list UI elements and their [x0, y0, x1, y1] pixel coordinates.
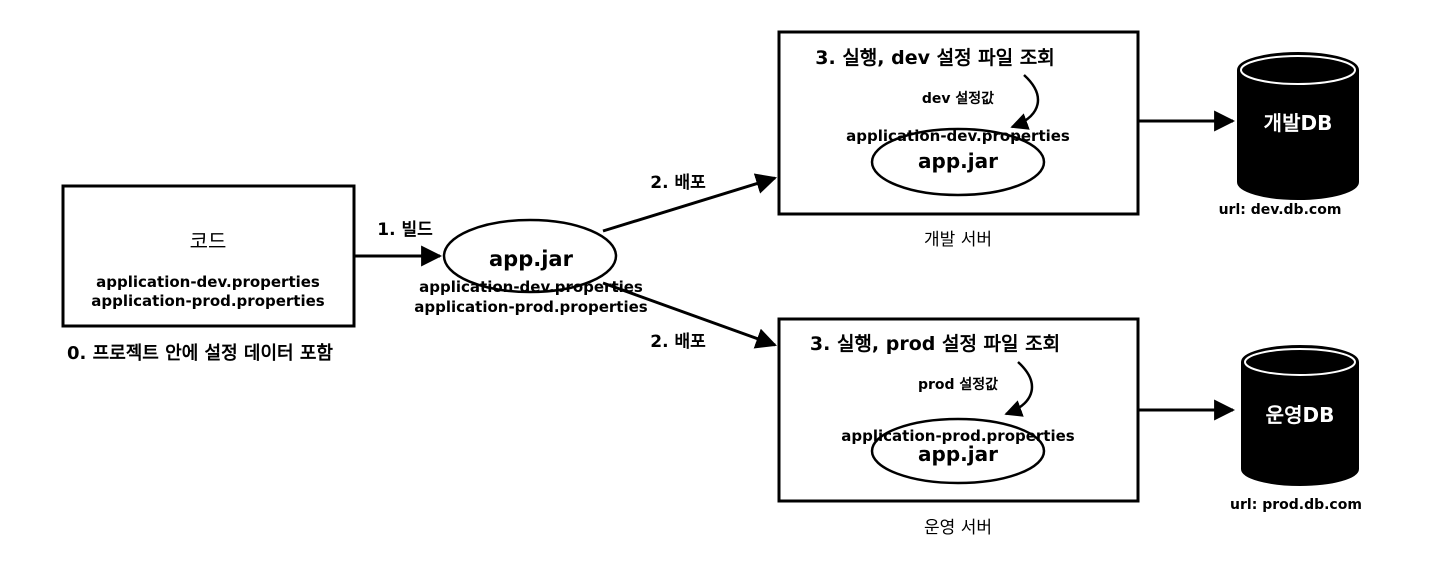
dev-setting-label: dev 설정값	[922, 90, 994, 107]
build-label: 1. 빌드	[377, 220, 433, 240]
deploy-dev-label: 2. 배포	[650, 173, 706, 193]
dev-server-caption: 개발 서버	[924, 230, 992, 250]
deploy-prod-label: 2. 배포	[650, 332, 706, 352]
prod-db-cylinder-icon	[1241, 345, 1359, 486]
dev-server-heading: 3. 실행, dev 설정 파일 조회	[815, 47, 1054, 69]
prod-db-node: 운영DB	[1241, 345, 1359, 486]
prod-db-url: url: prod.db.com	[1230, 497, 1362, 513]
deploy-prod-arrow	[602, 281, 777, 349]
artifact-file-dev: application-dev.properties	[419, 278, 643, 296]
dev-db-url: url: dev.db.com	[1219, 202, 1342, 218]
dev-server-node: 3. 실행, dev 설정 파일 조회 dev 설정값 application-…	[777, 30, 1140, 216]
dev-properties-file: application-dev.properties	[846, 127, 1070, 145]
dev-db-cylinder-icon	[1237, 52, 1359, 200]
project-file-prod: application-prod.properties	[91, 292, 325, 310]
dev-server-box	[777, 30, 1140, 216]
prod-properties-file: application-prod.properties	[841, 427, 1075, 445]
prod-server-caption: 운영 서버	[924, 518, 992, 538]
prod-jar-ellipse	[870, 417, 1046, 485]
project-box-title: 코드	[190, 229, 227, 253]
prod-server-node: 3. 실행, prod 설정 파일 조회 prod 설정값 applicatio…	[777, 317, 1140, 503]
dev-setting-arrow	[1010, 74, 1040, 130]
prod-server-box	[777, 317, 1140, 503]
dev-db-node: 개발DB	[1237, 52, 1359, 200]
dev-jar-ellipse	[870, 127, 1046, 197]
artifact-node: app.jar application-dev.properties appli…	[414, 218, 648, 316]
prod-setting-arrow	[1004, 361, 1034, 417]
project-node: 코드 application-dev.properties applicatio…	[61, 184, 356, 328]
project-caption: 0. 프로젝트 안에 설정 데이터 포함	[67, 342, 333, 364]
prod-server-heading: 3. 실행, prod 설정 파일 조회	[810, 333, 1060, 355]
prod-jar: app.jar	[918, 442, 998, 466]
prod-setting-label: prod 설정값	[918, 376, 998, 393]
prod-db-name: 운영DB	[1266, 403, 1335, 427]
project-box	[61, 184, 356, 328]
dev-db-name: 개발DB	[1264, 111, 1333, 135]
dev-jar: app.jar	[918, 149, 998, 173]
artifact-name: app.jar	[489, 247, 574, 271]
artifact-file-prod: application-prod.properties	[414, 298, 648, 316]
dev-db-cylinder-top	[1240, 55, 1356, 85]
project-file-dev: application-dev.properties	[96, 273, 320, 291]
prod-db-cylinder-top	[1244, 348, 1356, 376]
artifact-ellipse	[442, 218, 618, 294]
deploy-dev-arrow	[602, 173, 778, 233]
